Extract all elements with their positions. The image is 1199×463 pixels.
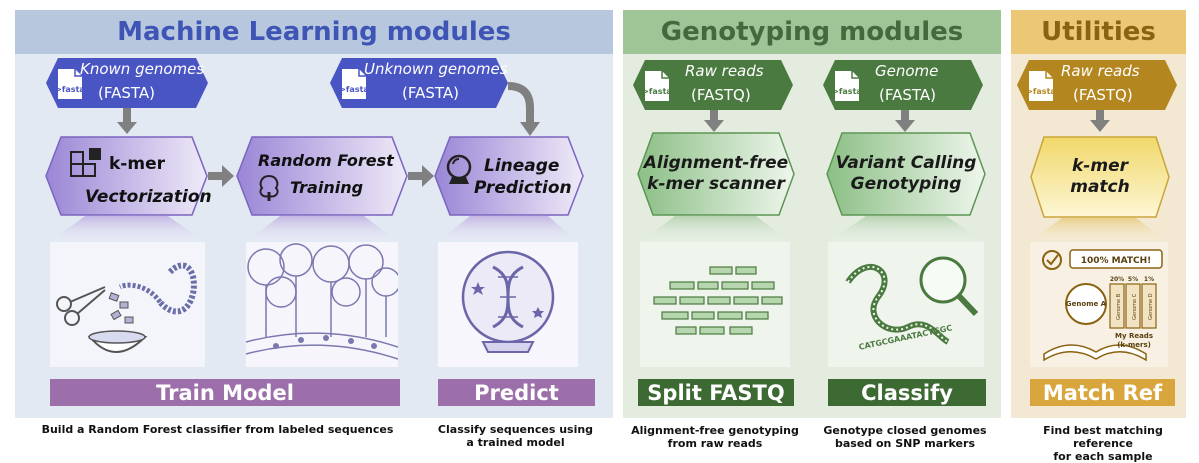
utilities-header: Utilities — [1011, 10, 1186, 54]
split-caption-line1: Alignment-free genotyping — [631, 424, 799, 437]
puzzle-icon — [70, 148, 101, 177]
step-lineage-line2: Prediction — [474, 178, 572, 198]
step-variant-line1: Variant Calling — [835, 153, 977, 173]
match-illustration: 100% MATCH! Genome A Genome B Genome C G… — [1030, 242, 1168, 367]
input-unknown-genomes: >fasta Unknown genomes (FASTA) — [330, 58, 508, 108]
step-kmer-scanner: Alignment-free k-mer scanner — [637, 132, 795, 216]
step-rf-line1: Random Forest — [258, 151, 394, 170]
split-caption: Alignment-free genotyping from raw reads — [625, 424, 805, 450]
input-known-label: Known genomes — [80, 60, 205, 78]
reads-illustration — [640, 242, 790, 367]
pct-2-label: 5% — [1128, 276, 1138, 283]
svg-text:>fasta: >fasta — [1027, 87, 1055, 96]
classify-caption: Genotype closed genomes based on SNP mar… — [815, 424, 995, 450]
reads-label-1: My Reads — [1115, 332, 1153, 340]
forest-illustration — [246, 242, 398, 367]
step-match-line1: k-mer — [1072, 156, 1128, 176]
fasta-file-icon: >fasta — [643, 71, 671, 101]
fasta-file-icon: >fasta — [833, 71, 861, 101]
match-banner: 100% MATCH! — [1081, 256, 1152, 266]
fasta-file-icon: >fasta — [1027, 71, 1055, 101]
predict-caption-line2: a trained model — [466, 436, 565, 449]
input-raw-reads-util-label: Raw reads — [1061, 62, 1140, 80]
input-raw-reads-geno: >fasta Raw reads (FASTQ) — [633, 60, 793, 110]
input-unknown-label: Unknown genomes — [364, 60, 508, 78]
classify-caption-line1: Genotype closed genomes — [823, 424, 987, 437]
split-fastq-bar: Split FASTQ — [638, 379, 794, 406]
crystal-ball-icon — [446, 154, 472, 184]
classify-bar: Classify — [828, 379, 986, 406]
step-scanner-line1: Alignment-free — [643, 153, 789, 173]
svg-text:>fasta: >fasta — [833, 87, 861, 96]
input-genome-format: (FASTA) — [879, 86, 936, 104]
input-raw-reads-label: Raw reads — [685, 62, 764, 80]
fasta-file-icon: >fasta — [340, 69, 368, 99]
split-caption-line2: from raw reads — [667, 437, 763, 450]
input-genome-label: Genome — [875, 62, 939, 80]
step-scanner-line2: k-mer scanner — [647, 174, 785, 194]
step-lineage-line1: Lineage — [484, 156, 560, 176]
step-variant-line2: Genotyping — [850, 174, 962, 194]
step-kmer-line1: k-mer — [109, 154, 165, 174]
step-kmer-match: k-mer match — [1030, 136, 1170, 218]
genome-b-label: Genome B — [1116, 293, 1122, 320]
match-caption: Find best matching reference for each sa… — [1013, 424, 1193, 463]
genotyping-header: Genotyping modules — [623, 10, 1001, 54]
kmer-chop-illustration — [50, 242, 205, 367]
reads-label-2: (k-mers) — [1117, 341, 1151, 349]
input-raw-reads-util: >fasta Raw reads (FASTQ) — [1017, 60, 1177, 110]
pct-3-label: 1% — [1144, 276, 1154, 283]
pct-1-label: 20% — [1110, 276, 1124, 283]
predict-caption: Classify sequences using a trained model — [428, 423, 603, 449]
genome-d-label: Genome D — [1148, 293, 1154, 320]
fasta-icon-label: >fasta — [56, 85, 84, 94]
ml-header: Machine Learning modules — [15, 10, 613, 54]
input-raw-reads-util-format: (FASTQ) — [1073, 86, 1133, 104]
step-kmer-vectorization: k-mer Vectorization — [45, 136, 212, 216]
input-raw-reads-format: (FASTQ) — [691, 86, 751, 104]
svg-text:>fasta: >fasta — [340, 85, 368, 94]
crystal-ball-illustration — [438, 242, 578, 367]
predict-caption-line1: Classify sequences using — [437, 423, 594, 436]
step-lineage-prediction: Lineage Prediction — [434, 136, 584, 216]
predict-bar: Predict — [438, 379, 595, 406]
genome-a-label: Genome A — [1066, 300, 1107, 308]
fasta-file-icon: >fasta — [56, 69, 84, 99]
train-model-bar: Train Model — [50, 379, 400, 406]
classify-caption-line2: based on SNP markers — [834, 437, 975, 450]
genome-magnifier-illustration: CATGCGAAATACTGGC — [828, 242, 984, 367]
svg-text:>fasta: >fasta — [643, 87, 671, 96]
step-kmer-line2: Vectorization — [85, 187, 212, 207]
match-caption-line1: Find best matching reference — [1043, 424, 1163, 450]
train-caption: Build a Random Forest classifier from la… — [41, 423, 394, 436]
genome-c-label: Genome C — [1132, 293, 1138, 320]
input-unknown-format: (FASTA) — [402, 84, 459, 102]
tree-icon — [259, 174, 279, 201]
input-known-format: (FASTA) — [98, 84, 155, 102]
step-variant-calling: Variant Calling Genotyping — [826, 132, 986, 216]
match-ref-bar: Match Ref — [1030, 379, 1175, 406]
step-random-forest: Random Forest Training — [236, 136, 408, 216]
step-rf-line2: Training — [290, 178, 364, 197]
input-genome: >fasta Genome (FASTA) — [823, 60, 983, 110]
step-match-line2: match — [1070, 177, 1130, 197]
input-known-genomes: >fasta Known genomes (FASTA) — [46, 58, 208, 108]
